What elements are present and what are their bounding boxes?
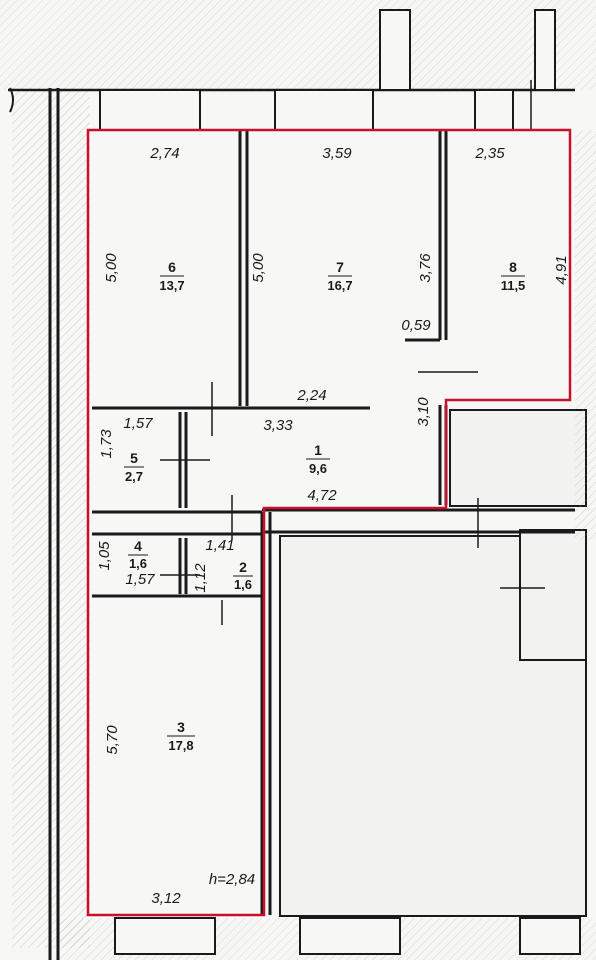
- room-8-label: 8 11,5: [501, 259, 526, 293]
- dim-corridor-bottom: 4,72: [307, 487, 337, 504]
- dim-corridor-side: 3,10: [415, 397, 432, 427]
- dim-r5-height: 1,73: [98, 429, 115, 459]
- room-3-area: 17,8: [168, 738, 193, 753]
- room-5-label: 5 2,7: [124, 450, 144, 484]
- dim-niche: 0,59: [401, 317, 431, 334]
- window-top-2: [274, 89, 374, 131]
- room-1-number: 1: [314, 442, 322, 458]
- room-7-label: 7 16,7: [327, 259, 352, 293]
- dim-corridor-mid: 3,33: [263, 417, 293, 434]
- room-2-number: 2: [239, 559, 247, 575]
- room-4-label: 4 1,6: [128, 538, 148, 571]
- dim-r2-width: 1,41: [205, 537, 234, 554]
- adjacent-area-right: [279, 130, 596, 917]
- dim-r7-height: 5,00: [250, 253, 267, 283]
- dim-r2-height: 1,12: [192, 563, 209, 593]
- window-bottom-2: [299, 917, 401, 955]
- dim-r5-width: 1,57: [123, 415, 153, 432]
- dim-r7-width: 3,59: [322, 145, 352, 162]
- dim-r6-height: 5,00: [103, 253, 120, 283]
- dimension-labels: 2,74 3,59 2,35 5,00 5,00 3,76 4,91 0,59 …: [96, 145, 570, 907]
- room-6-area: 13,7: [159, 278, 184, 293]
- dim-r8-width: 2,35: [474, 145, 505, 162]
- room-3-label: 3 17,8: [167, 719, 195, 753]
- dim-r3-width: 3,12: [151, 890, 181, 907]
- room-3-number: 3: [177, 719, 185, 735]
- room-7-area: 16,7: [327, 278, 352, 293]
- exterior-wall-left: [9, 87, 90, 960]
- room-5-area: 2,7: [125, 469, 143, 484]
- room-1-label: 1 9,6: [306, 442, 330, 476]
- window-bottom-3: [519, 917, 581, 955]
- room-8-number: 8: [509, 259, 517, 275]
- apartment-boundary: [86, 128, 572, 917]
- room-labels: 6 13,7 7 16,7 8 11,5 1 9,6 5 2,7 4 1,6: [124, 259, 525, 753]
- window-top-1: [99, 89, 201, 131]
- room-6-number: 6: [168, 259, 176, 275]
- exterior-wall-bottom: [60, 917, 596, 960]
- dim-r4-height: 1,05: [96, 541, 113, 571]
- window-bottom-1: [114, 917, 216, 955]
- room-4-number: 4: [134, 538, 142, 554]
- room-1-area: 9,6: [309, 461, 327, 476]
- window-top-3: [474, 89, 514, 131]
- ceiling-height: h=2,84: [209, 871, 255, 888]
- room-2-area: 1,6: [234, 577, 252, 592]
- dim-r8-inner: 3,76: [417, 253, 434, 283]
- dim-r8-height: 4,91: [553, 255, 570, 284]
- room-7-number: 7: [336, 259, 344, 275]
- room-6-label: 6 13,7: [159, 259, 184, 293]
- room-4-area: 1,6: [129, 556, 147, 571]
- dim-r6-width: 2,74: [149, 145, 179, 162]
- door-markers: [160, 80, 545, 625]
- exterior-wall-top: [0, 0, 596, 131]
- room-2-label: 2 1,6: [233, 559, 253, 592]
- room-5-number: 5: [130, 450, 138, 466]
- room-8-area: 11,5: [501, 278, 526, 293]
- dim-r3-height: 5,70: [104, 725, 121, 755]
- dim-r4-width: 1,57: [125, 571, 155, 588]
- dim-corridor-top: 2,24: [296, 387, 326, 404]
